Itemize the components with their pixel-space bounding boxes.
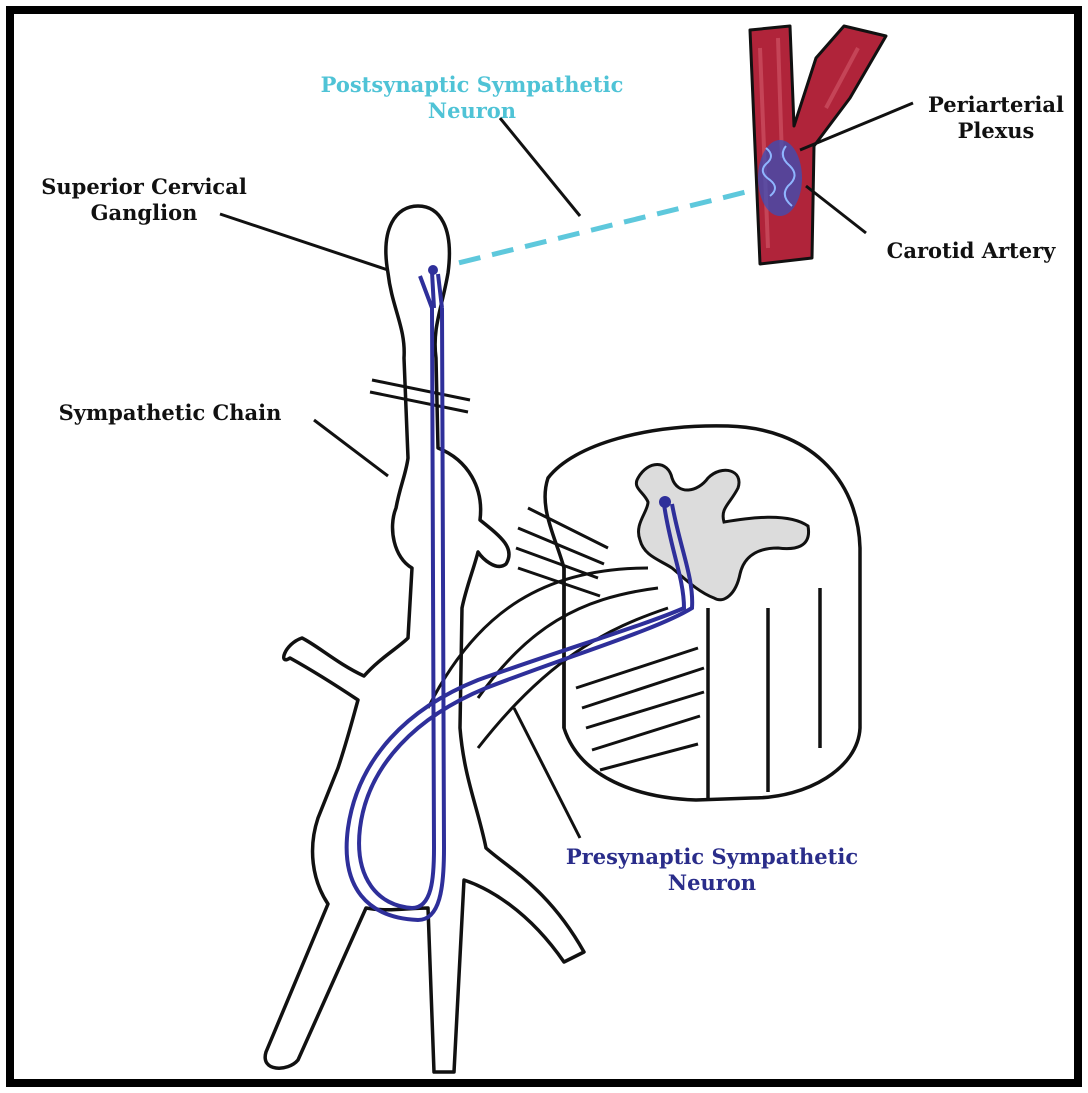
periarterial-plexus (758, 140, 802, 216)
label-carotid: Carotid Artery (856, 238, 1082, 264)
sympathetic-chain (265, 206, 584, 1072)
postsynaptic-neuron-line (426, 190, 754, 271)
postsynaptic-cell-body (428, 265, 438, 275)
spinal-cord (545, 426, 860, 800)
label-sympathetic-chain: Sympathetic Chain (20, 400, 320, 426)
presynaptic-cell-body (659, 496, 671, 508)
